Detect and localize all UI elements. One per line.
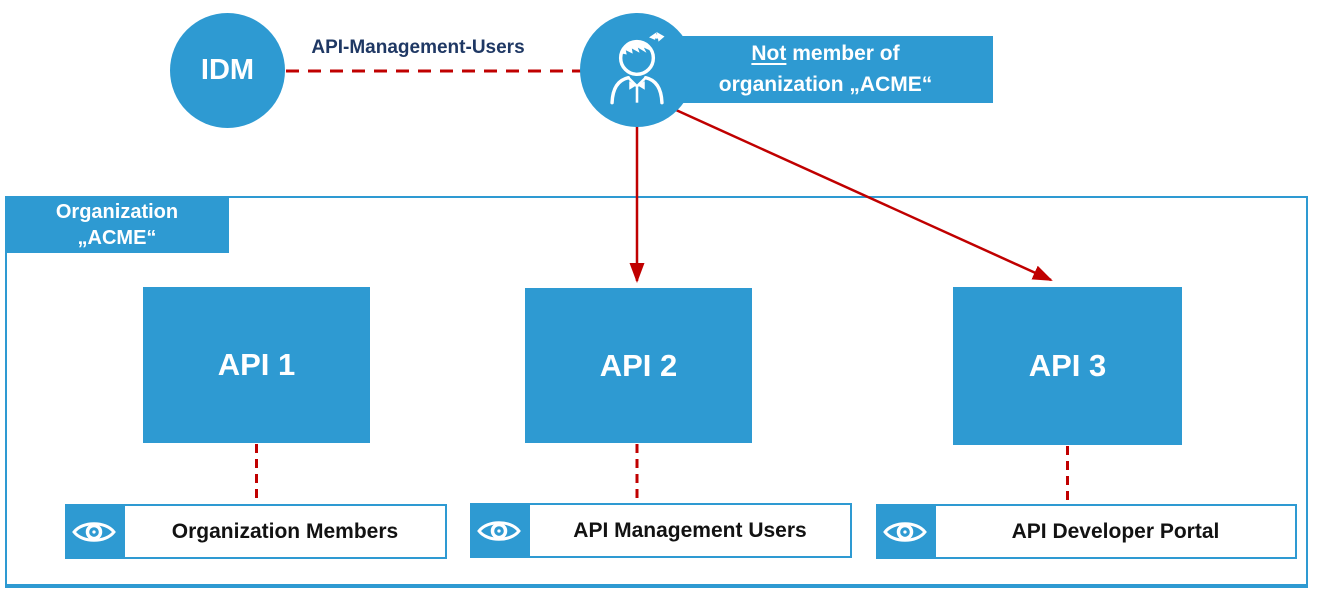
api-2-label: API 2 bbox=[599, 347, 678, 383]
eye-icon bbox=[883, 521, 927, 542]
api-management-users-group: API Management Users bbox=[470, 503, 852, 558]
eye-icon-square bbox=[876, 504, 934, 559]
organization-members-label: Organization Members bbox=[123, 504, 447, 559]
not-member-callout-line2: organization „ACME“ bbox=[718, 72, 933, 96]
organization-tab: Organization „ACME“ bbox=[5, 196, 229, 253]
api-management-users-label: API Management Users bbox=[528, 503, 852, 558]
eye-icon bbox=[72, 521, 116, 542]
organization-container bbox=[5, 196, 1308, 588]
api-2-box: API 2 bbox=[525, 288, 752, 443]
user-node bbox=[580, 13, 694, 127]
api-developer-portal-label: API Developer Portal bbox=[934, 504, 1297, 559]
api-1-label: API 1 bbox=[217, 347, 296, 382]
not-member-callout-line1: Not member of bbox=[751, 39, 899, 69]
api-1-box: API 1 bbox=[143, 287, 370, 443]
not-member-underlined-word: Not bbox=[751, 42, 787, 66]
idm-node-label: IDM bbox=[200, 54, 255, 86]
organization-tab-line1: Organization bbox=[55, 200, 179, 223]
person-hair bbox=[622, 40, 652, 55]
not-member-callout: Not member of organization „ACME“ bbox=[658, 36, 993, 103]
eye-icon-square bbox=[65, 504, 123, 559]
organization-members-group: Organization Members bbox=[65, 504, 447, 559]
eye-icon bbox=[477, 520, 521, 541]
idm-user-link-label: API-Management-Users bbox=[311, 37, 525, 58]
idm-node: IDM bbox=[170, 13, 285, 128]
api-developer-portal-group: API Developer Portal bbox=[876, 504, 1297, 559]
person-icon bbox=[610, 32, 665, 105]
eye-icon-square bbox=[470, 503, 528, 558]
api-3-label: API 3 bbox=[1028, 348, 1107, 383]
api-3-box: API 3 bbox=[953, 287, 1182, 445]
organization-tab-line2: „ACME“ bbox=[77, 226, 157, 249]
not-member-line1-rest: member of bbox=[786, 42, 900, 66]
